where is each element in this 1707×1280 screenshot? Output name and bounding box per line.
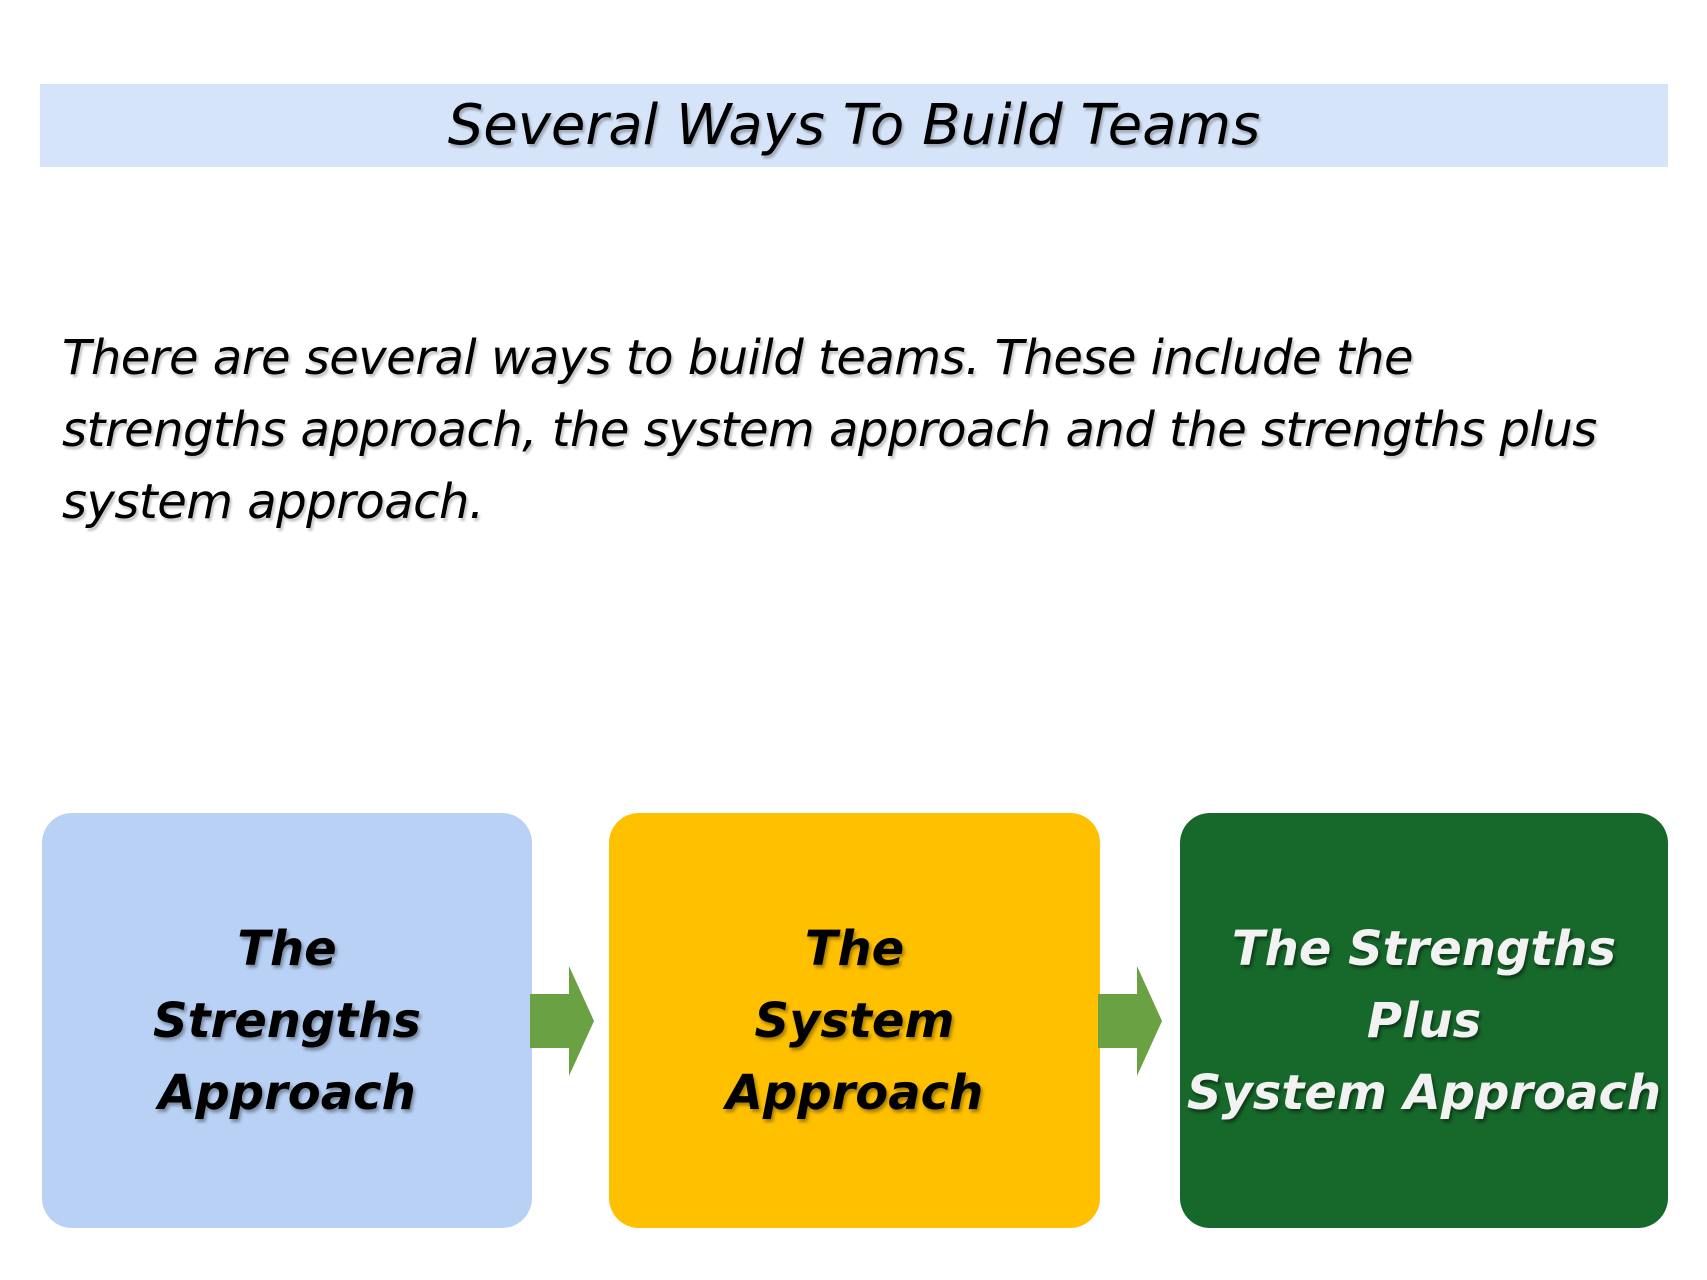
- arrow-right-shape: [1098, 966, 1162, 1076]
- arrow-right-shape: [530, 966, 594, 1076]
- title-bar: Several Ways To Build Teams: [40, 84, 1668, 167]
- intro-line: system approach.: [62, 474, 484, 530]
- box-system-approach: The System Approach: [609, 813, 1100, 1228]
- box-label-line: Strengths: [153, 992, 421, 1049]
- box-label-line: System: [754, 992, 955, 1049]
- box-strengths-approach: The Strengths Approach: [42, 813, 532, 1228]
- arrow-right-icon: [1098, 966, 1162, 1076]
- intro-line: strengths approach, the system approach …: [62, 402, 1597, 458]
- box-label-line: The: [237, 920, 337, 977]
- box-label-line: System Approach: [1186, 1064, 1662, 1121]
- box-label-line: Approach: [158, 1064, 416, 1121]
- intro-paragraph: There are several ways to build teams. T…: [62, 322, 1597, 538]
- box-label-line: The Strengths: [1231, 920, 1617, 977]
- page-title: Several Ways To Build Teams: [447, 93, 1261, 158]
- intro-line: There are several ways to build teams. T…: [62, 330, 1414, 386]
- box-strengths-plus-system-approach: The Strengths Plus System Approach: [1180, 813, 1668, 1228]
- arrow-right-icon: [530, 966, 594, 1076]
- box-label-line: The: [804, 920, 905, 977]
- box-label-line: Approach: [725, 1064, 984, 1121]
- box-label-line: Plus: [1366, 992, 1482, 1049]
